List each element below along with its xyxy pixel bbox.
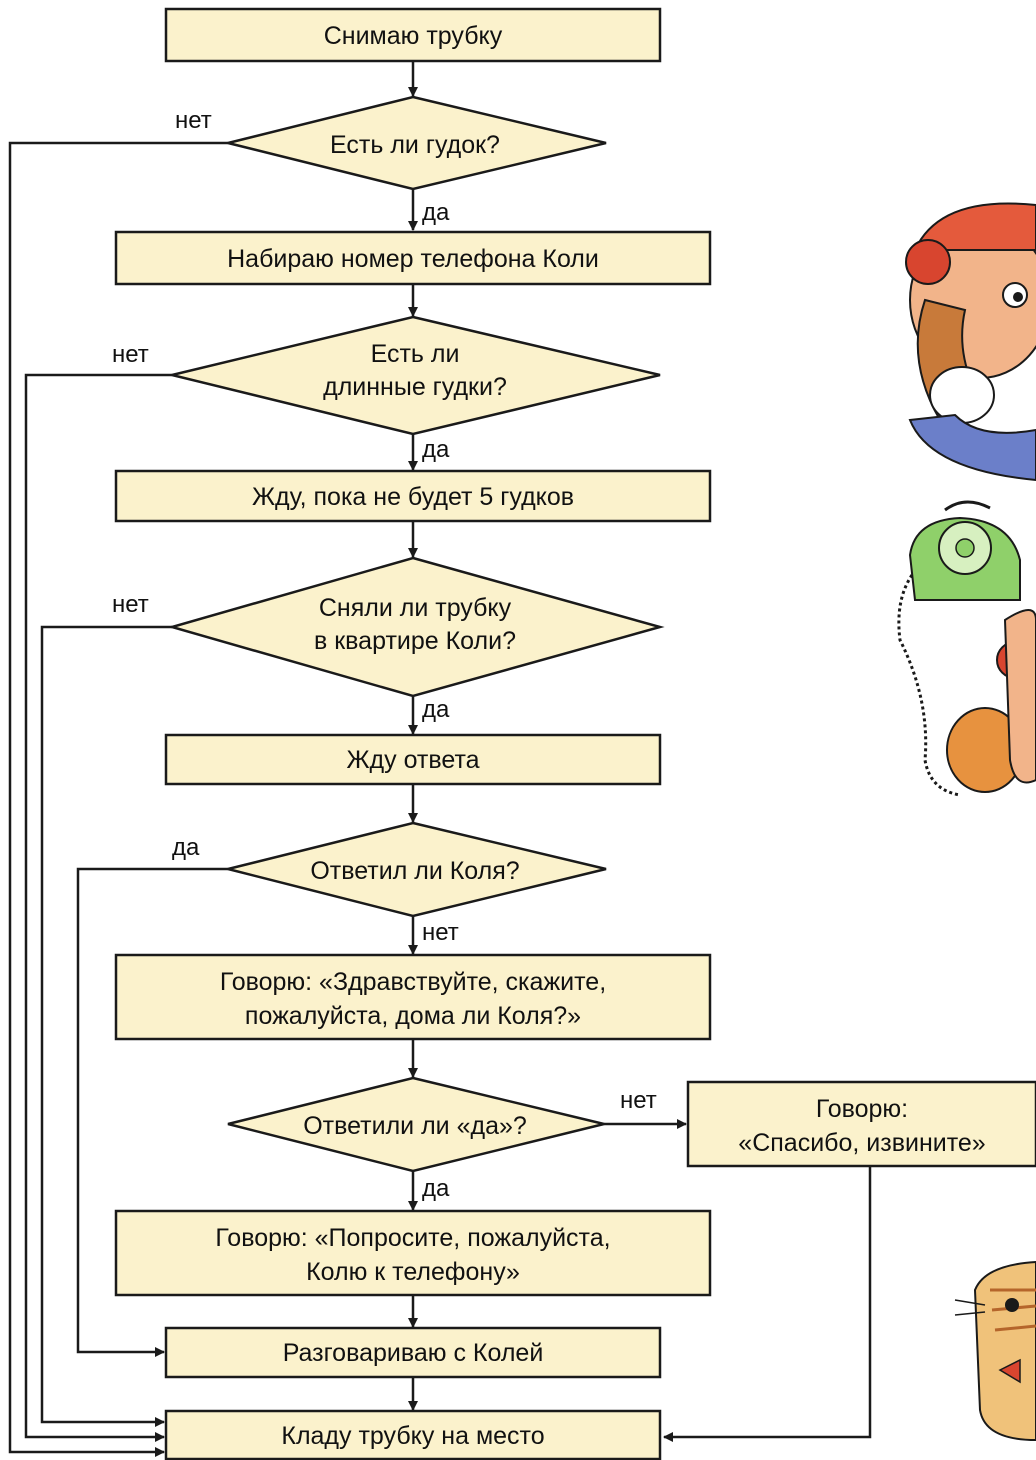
label-no-dial-tone: нет (175, 107, 212, 134)
box-dial-number: Набираю номер телефона Коли (114, 230, 712, 286)
decision-answered-yes: Ответили ли «да»? (227, 1076, 605, 1173)
label-no-picked-up: нет (112, 591, 149, 618)
decision-answered-yes-text: Ответили ли «да»? (303, 1112, 527, 1140)
box-hang-up-text: Кладу трубку на место (281, 1422, 544, 1450)
box-say-hello-line2: пожалуйста, дома ли Коля?» (245, 1002, 581, 1030)
decision-kolya-answered: Ответил ли Коля? (227, 821, 607, 918)
box-talk-text: Разговариваю с Колей (283, 1339, 544, 1367)
connector-lines (8, 62, 872, 1457)
label-no-kolya-answered: нет (422, 919, 459, 946)
box-say-thanks: Говорю: «Спасибо, извините» (686, 1080, 1036, 1168)
decision-dial-tone-text: Есть ли гудок? (330, 131, 500, 159)
decision-picked-up: Сняли ли трубку в квартире Коли? (167, 556, 665, 698)
box-wait-answer: Жду ответа (164, 733, 662, 786)
label-yes-answered-yes: да (422, 1175, 450, 1202)
box-say-hello-line1: Говорю: «Здравствуйте, скажите, (220, 968, 606, 996)
decision-long-tones: Есть ли длинные гудки? (171, 315, 661, 436)
box-dial-number-text: Набираю номер телефона Коли (227, 245, 599, 273)
box-start-text: Снимаю трубку (324, 22, 503, 50)
decision-long-tones-line2: длинные гудки? (323, 373, 507, 401)
label-yes-kolya-answered: да (172, 834, 200, 861)
box-wait-5-tones-text: Жду, пока не будет 5 гудков (252, 483, 574, 511)
label-yes-dial-tone: да (422, 199, 450, 226)
decision-long-tones-line1: Есть ли (371, 340, 460, 368)
box-ask-kolya: Говорю: «Попросите, пожалуйста, Колю к т… (114, 1209, 712, 1297)
box-wait-answer-text: Жду ответа (346, 746, 479, 774)
label-no-answered-yes: нет (620, 1087, 657, 1114)
decision-kolya-answered-text: Ответил ли Коля? (310, 857, 519, 885)
box-ask-kolya-line2: Колю к телефону» (306, 1258, 520, 1286)
box-start: Снимаю трубку (164, 7, 662, 63)
green-rotary-phone-illustration (897, 500, 1036, 797)
decision-picked-up-line1: Сняли ли трубку (319, 594, 512, 622)
box-say-hello: Говорю: «Здравствуйте, скажите, пожалуйс… (114, 953, 712, 1041)
box-talk: Разговариваю с Колей (164, 1326, 662, 1379)
decision-dial-tone: Есть ли гудок? (227, 95, 607, 191)
cat-illustration (954, 1260, 1036, 1442)
box-hang-up: Кладу трубку на место (164, 1409, 662, 1460)
label-yes-long-tones: да (422, 436, 450, 463)
box-say-thanks-line2: «Спасибо, извините» (738, 1129, 985, 1157)
label-yes-picked-up: да (422, 696, 450, 723)
decision-picked-up-line2: в квартире Коли? (314, 627, 516, 655)
box-say-thanks-line1: Говорю: (816, 1095, 908, 1123)
label-no-long-tones: нет (112, 341, 149, 368)
box-wait-5-tones: Жду, пока не будет 5 гудков (114, 469, 712, 523)
clown-with-phone-illustration (905, 202, 1036, 482)
box-ask-kolya-line1: Говорю: «Попросите, пожалуйста, (215, 1224, 610, 1252)
